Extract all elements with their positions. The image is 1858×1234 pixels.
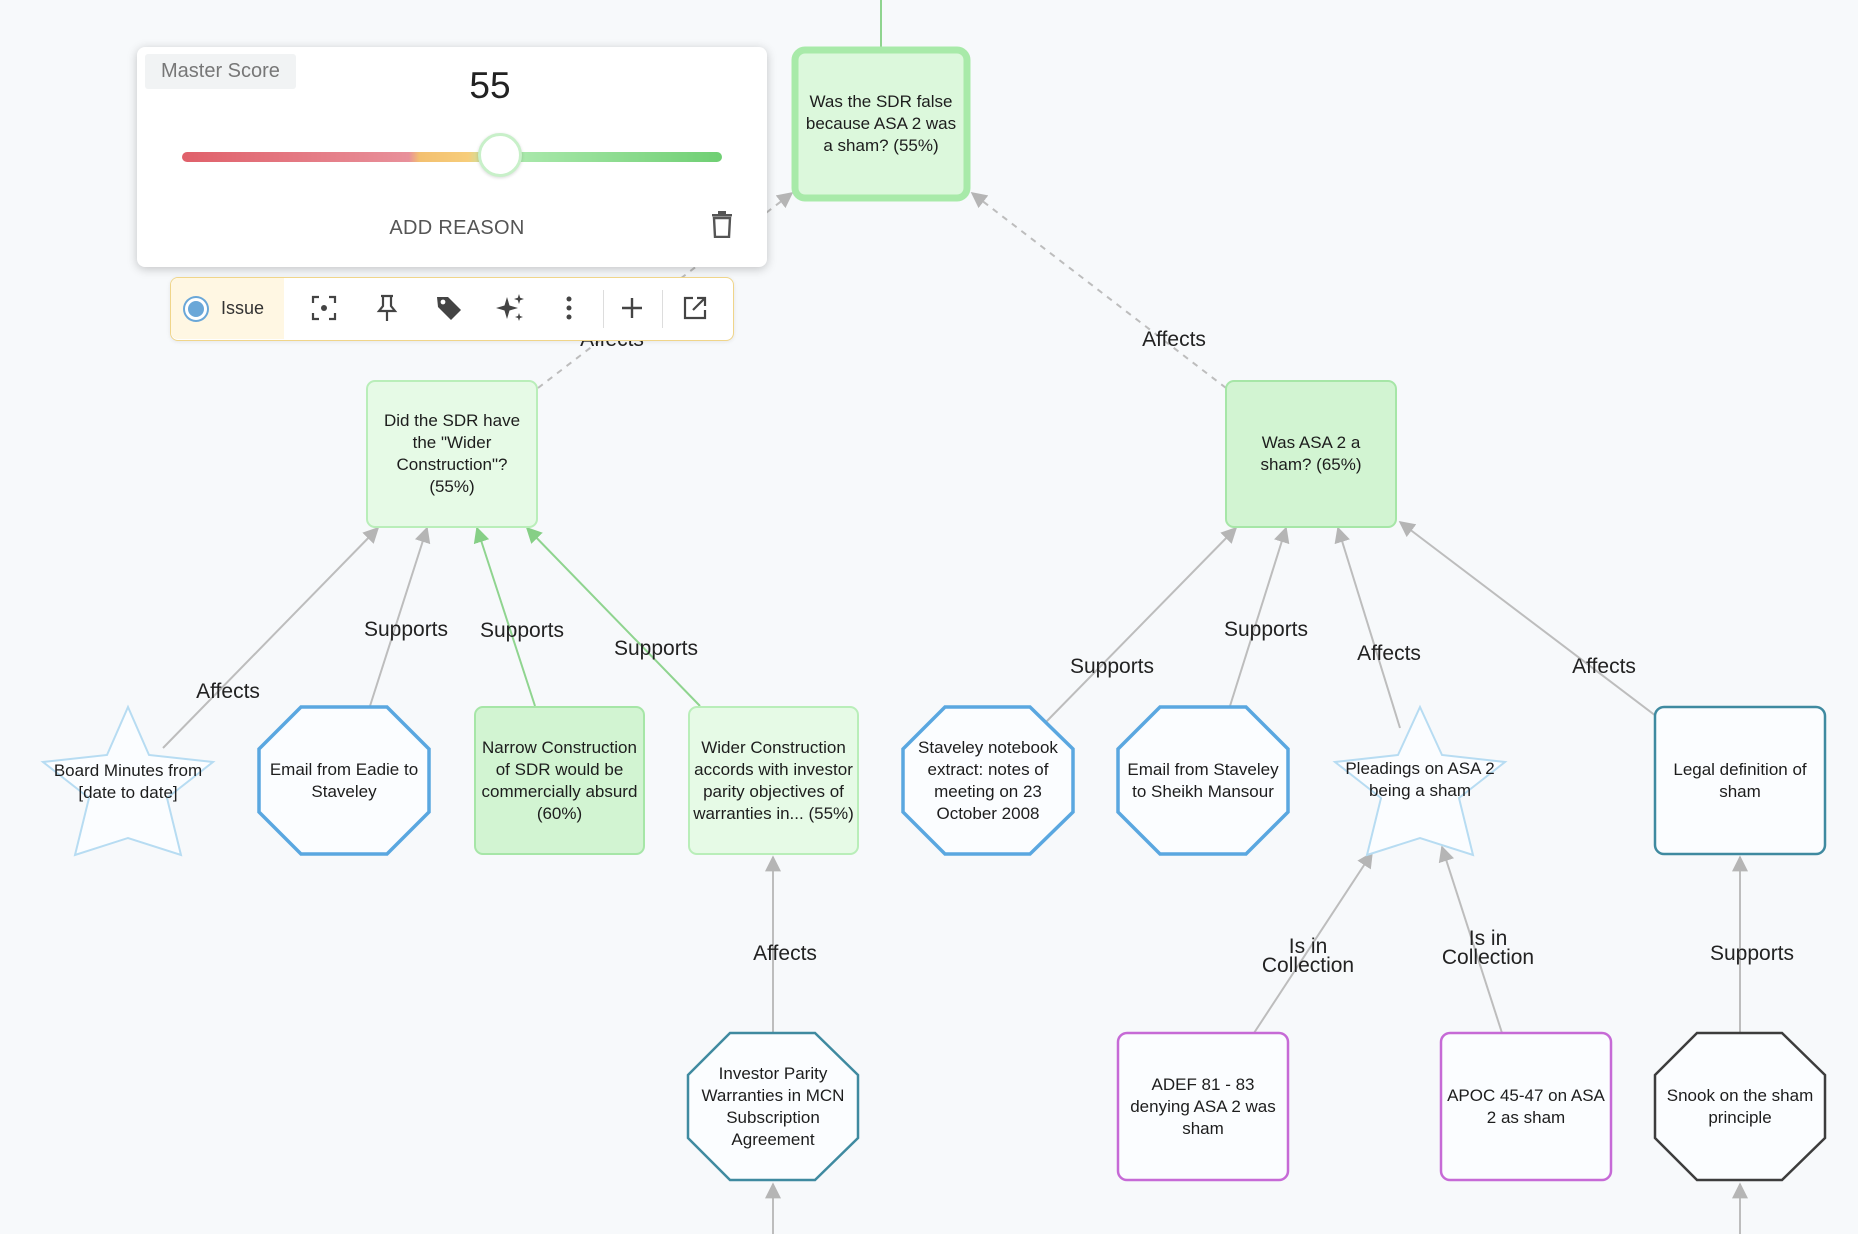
node-shape-wider-construction[interactable]	[366, 380, 538, 528]
master-score-slider-handle[interactable]	[478, 133, 522, 177]
edge-label-line: Is in	[1289, 935, 1328, 958]
issue-type-icon	[185, 297, 207, 320]
node-label-board-minutes[interactable]: Board Minutes from [date to date]	[53, 761, 203, 802]
node-label-asa2-sham[interactable]: Was ASA 2 a sham? (65%)	[1260, 433, 1362, 474]
edge-label-top-right: Affects	[1142, 328, 1206, 351]
toolbar-divider	[603, 290, 604, 328]
edges	[162, 0, 1748, 1234]
edge-apoc	[1438, 845, 1503, 1034]
node-shape-investor-parity[interactable]	[686, 1031, 860, 1182]
edge-label-board: Affects	[196, 680, 260, 703]
edge-narrow	[473, 526, 536, 707]
node-shape-sdr-false[interactable]	[791, 46, 971, 202]
edge-label-line: Collection	[1442, 946, 1534, 969]
pin-icon[interactable]	[371, 292, 403, 324]
node-shape-snook[interactable]	[1653, 1031, 1827, 1182]
edge-email-stav	[1229, 526, 1290, 707]
sparkle-icon[interactable]	[494, 292, 526, 324]
edge-eadie	[369, 526, 431, 707]
trash-icon[interactable]	[709, 210, 735, 238]
issue-type-button[interactable]: Issue	[171, 278, 284, 339]
node-shape-asa2-sham[interactable]	[1225, 380, 1397, 528]
edge-notebook	[1044, 526, 1238, 724]
node-label-pleadings[interactable]: Pleadings on ASA 2 being a sham	[1345, 759, 1495, 800]
edge-label-narrow: Supports	[480, 619, 564, 642]
edge-legal	[1398, 521, 1657, 717]
node-shape-apoc[interactable]	[1439, 1031, 1613, 1182]
focus-icon[interactable]	[308, 292, 340, 324]
edge-label-pleadings: Affects	[1357, 642, 1421, 665]
node-label-investor-parity[interactable]: Investor Parity Warranties in MCN Subscr…	[701, 1064, 845, 1149]
toolbar-divider	[662, 290, 663, 328]
edge-wider-accords	[525, 526, 701, 707]
node-shape-legal-definition[interactable]	[1653, 705, 1827, 856]
edge-label-email-stav: Supports	[1224, 618, 1308, 641]
more-vertical-icon[interactable]	[553, 292, 585, 324]
edge-label-snook: Supports	[1710, 942, 1794, 965]
edge-label-legal: Affects	[1572, 655, 1636, 678]
node-label-wider-accords[interactable]: Wider Construction accords with investor…	[693, 737, 854, 823]
open-external-icon[interactable]	[679, 292, 711, 324]
edge-label-line: Collection	[1262, 954, 1354, 977]
node-label-email-staveley[interactable]: Email from Staveley to Sheikh Mansour	[1127, 760, 1279, 801]
node-shape-email-eadie[interactable]	[257, 705, 431, 856]
edge-adef	[1253, 851, 1373, 1034]
tag-icon[interactable]	[433, 292, 465, 324]
edge-label-line: Is in	[1469, 927, 1508, 950]
master-score-label: Master Score	[145, 54, 296, 89]
node-label-email-eadie[interactable]: Email from Eadie to Staveley	[269, 760, 419, 801]
node-toolbar: Issue	[170, 277, 734, 341]
edge-label-investor: Affects	[753, 942, 817, 965]
node-label-snook[interactable]: Snook on the sham principle	[1666, 1086, 1814, 1127]
master-score-value: 55	[469, 65, 511, 106]
node-shape-email-staveley[interactable]	[1116, 705, 1290, 856]
node-label-adef[interactable]: ADEF 81 - 83 denying ASA 2 was sham	[1130, 1074, 1276, 1138]
node-label-apoc[interactable]: APOC 45-47 on ASA 2 as sham	[1447, 1085, 1605, 1127]
node-shape-board-minutes[interactable]	[40, 704, 216, 857]
node-shape-wider-accords[interactable]	[688, 706, 859, 855]
issue-type-label: Issue	[221, 298, 265, 318]
node-label-wider-construction[interactable]: Did the SDR have the "Wider Construction…	[383, 411, 521, 496]
node-label-narrow-construction[interactable]: Narrow Construction of SDR would be comm…	[481, 737, 638, 823]
node-shape-adef[interactable]	[1116, 1031, 1290, 1182]
edge-board	[162, 526, 380, 749]
node-shape-pleadings[interactable]	[1332, 704, 1508, 857]
edge-pleadings	[1334, 526, 1401, 729]
add-reason-button[interactable]: ADD REASON	[389, 217, 525, 239]
node-label-sdr-false[interactable]: Was the SDR false because ASA 2 was a sh…	[805, 92, 957, 155]
master-score-slider-track[interactable]	[182, 152, 722, 162]
node-shape-staveley-notebook[interactable]	[901, 705, 1075, 856]
node-label-legal-definition[interactable]: Legal definition of sham	[1673, 759, 1807, 801]
node-label-staveley-notebook[interactable]: Staveley notebook extract: notes of meet…	[918, 738, 1058, 823]
edge-label-wider: Supports	[614, 637, 698, 660]
node-shapes	[40, 46, 1827, 1182]
edge-asa2-to-sdr	[970, 192, 1227, 389]
node-shape-narrow-construction[interactable]	[474, 706, 645, 855]
edge-label-eadie: Supports	[364, 618, 448, 641]
edge-label-notebook: Supports	[1070, 655, 1154, 678]
plus-icon[interactable]	[616, 292, 648, 324]
master-score-panel: Master Score 55 ADD REASON	[137, 47, 767, 267]
